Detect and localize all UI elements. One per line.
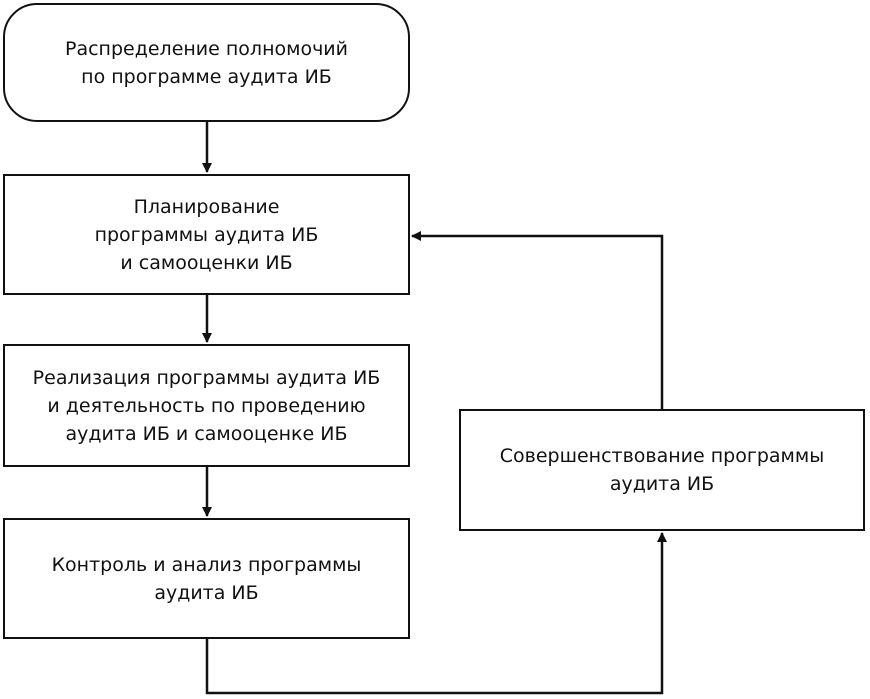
box-program-implementation: Реализация программы аудита ИБ и деятель… (3, 344, 410, 467)
box-text-line: по программе аудита ИБ (81, 65, 332, 88)
box-text-line: аудита ИБ и самооценке ИБ (65, 422, 348, 445)
box-program-improvement: Совершенствование программы аудита ИБ (459, 409, 865, 531)
box-text-line: Совершенствование программы (499, 445, 825, 467)
box-authority-distribution: Распределение полномочий по программе ау… (3, 3, 410, 122)
box-text-line: и деятельность по проведению (47, 394, 366, 417)
box-text-line: Планирование (133, 195, 280, 218)
box-text-line: и самооценки ИБ (120, 251, 293, 274)
box-text-line: аудита ИБ (609, 473, 715, 495)
arrow-improvement-to-planning (411, 231, 664, 409)
box-text-line: Распределение полномочий (65, 37, 348, 60)
box-program-planning: Планирование программы аудита ИБ и самоо… (3, 174, 410, 295)
box-text-line: программы аудита ИБ (94, 223, 319, 246)
arrow-control-to-improvement (205, 532, 667, 695)
box-text-line: Реализация программы аудита ИБ (32, 366, 381, 389)
box-text-line: Контроль и анализ программы (51, 553, 362, 576)
box-text-line: аудита ИБ (154, 581, 259, 604)
box-control-analysis: Контроль и анализ программы аудита ИБ (3, 518, 410, 639)
